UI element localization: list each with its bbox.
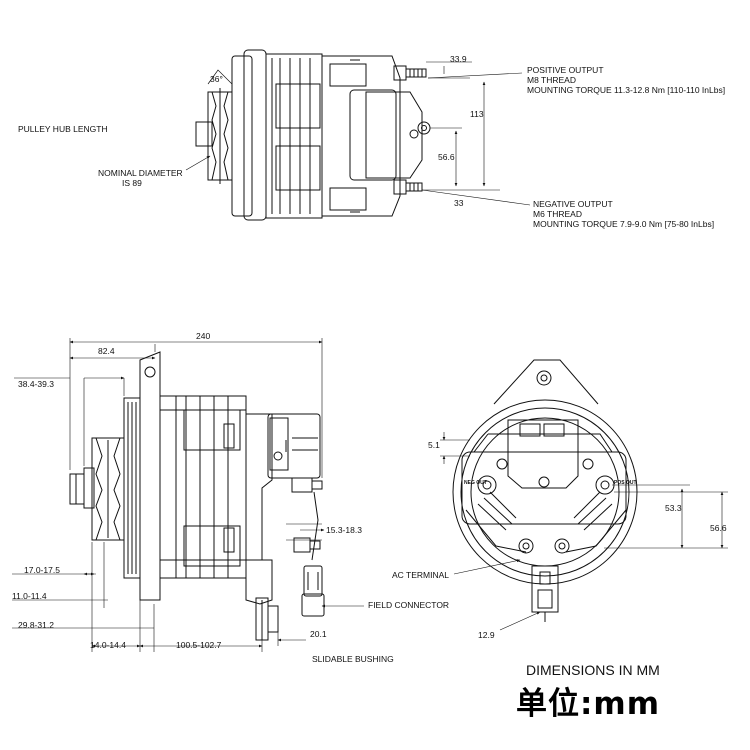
- slidable-bushing-label: SLIDABLE BUSHING: [312, 654, 394, 664]
- dim-53-3: 53.3: [665, 503, 682, 513]
- positive-output-label: POSITIVE OUTPUT M8 THREAD MOUNTING TORQU…: [527, 65, 725, 95]
- dim-17-0-17-5: 17.0-17.5: [24, 565, 60, 575]
- negative-output-line3: MOUNTING TORQUE 7.9-9.0 Nm [75-80 InLbs]: [533, 219, 715, 229]
- dim-29-8-31-2: 29.8-31.2: [18, 620, 54, 630]
- dim-82-4: 82.4: [98, 346, 115, 356]
- dim-33: 33: [454, 198, 464, 208]
- pos-out-label: POS OUT: [614, 480, 637, 486]
- nominal-diameter-line2: IS 89: [122, 178, 142, 188]
- side-view-alternator: [69, 351, 325, 641]
- top-view-alternator: [195, 49, 431, 221]
- dim-56-6-top: 56.6: [438, 152, 455, 162]
- dim-240: 240: [196, 331, 211, 341]
- dimensions-note: DIMENSIONS IN MM: [526, 662, 660, 678]
- dim-12-9: 12.9: [478, 630, 495, 640]
- dim-100-5-102-7: 100.5-102.7: [176, 640, 222, 650]
- dim-33-9: 33.9: [450, 54, 467, 64]
- dim-20-1: 20.1: [310, 629, 327, 639]
- dim-5-1: 5.1: [428, 440, 440, 450]
- nominal-diameter-line1: NOMINAL DIAMETER: [98, 168, 183, 178]
- ac-terminal-label: AC TERMINAL: [392, 570, 449, 580]
- positive-output-line2: M8 THREAD: [527, 75, 576, 85]
- neg-out-label: NEG OUT: [464, 480, 487, 486]
- front-view-dimensions: [440, 432, 728, 631]
- field-connector-label: FIELD CONNECTOR: [368, 600, 450, 610]
- dim-56-6-front: 56.6: [710, 523, 727, 533]
- negative-output-label: NEGATIVE OUTPUT M6 THREAD MOUNTING TORQU…: [533, 199, 714, 229]
- dim-113: 113: [470, 109, 484, 119]
- dim-14-0-14-4: 14.0-14.4: [90, 640, 126, 650]
- side-view-dimensions: [12, 338, 364, 652]
- negative-output-line2: M6 THREAD: [533, 209, 582, 219]
- angle-label: 36°: [210, 74, 223, 84]
- top-view-dimensions: [185, 61, 531, 206]
- pulley-hub-length-label: PULLEY HUB LENGTH: [18, 124, 108, 134]
- negative-output-line1: NEGATIVE OUTPUT: [533, 199, 613, 209]
- dim-38-4-39-3: 38.4-39.3: [18, 379, 54, 389]
- unit-note: 单位:mm: [516, 686, 661, 722]
- positive-output-line3: MOUNTING TORQUE 11.3-12.8 Nm [110-110 In…: [527, 85, 726, 95]
- nominal-diameter-label: NOMINAL DIAMETER IS 89: [98, 168, 183, 188]
- front-view-alternator: [452, 359, 638, 622]
- positive-output-line1: POSITIVE OUTPUT: [527, 65, 604, 75]
- dim-11-0-11-4: 11.0-11.4: [12, 591, 47, 601]
- dim-15-3-18-3: 15.3-18.3: [326, 525, 362, 535]
